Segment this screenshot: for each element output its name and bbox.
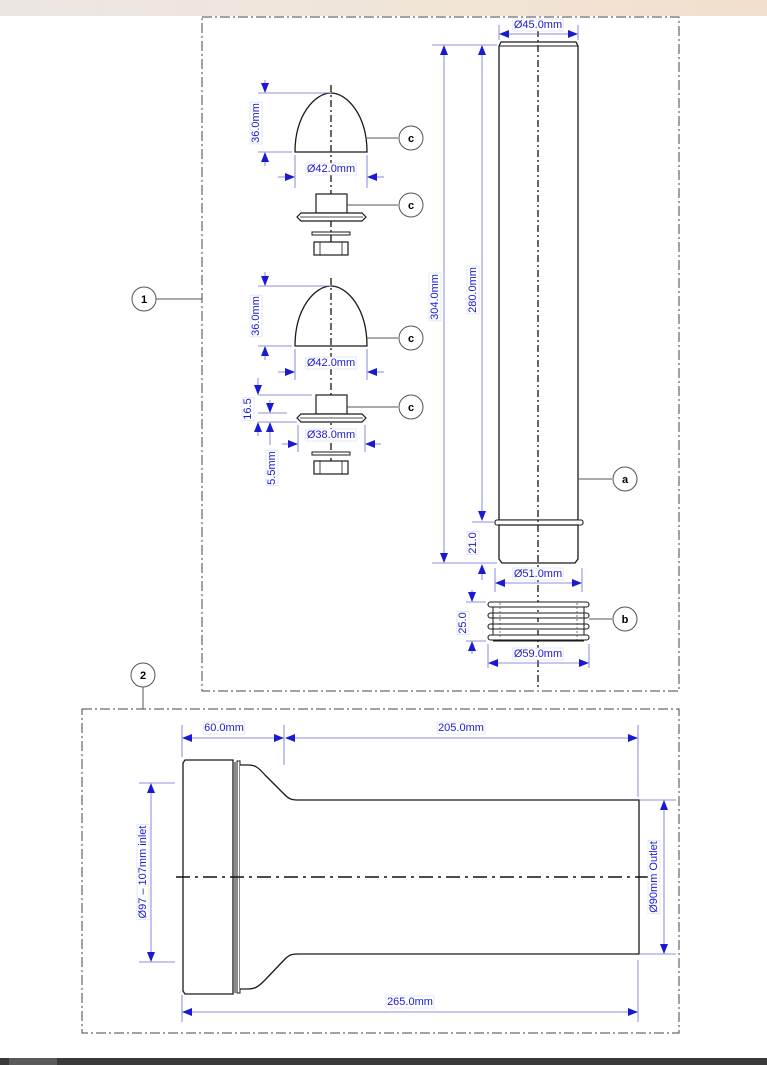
view-1-frame bbox=[201, 16, 680, 692]
view-2-frame bbox=[81, 708, 680, 1034]
dimension-label-box bbox=[466, 265, 480, 315]
pipe-spigot-diameter-dim: Ø51.0mm bbox=[494, 567, 583, 592]
callout-c-2: c bbox=[347, 192, 424, 218]
callout-c-3-label: c bbox=[408, 333, 414, 345]
dimension-label-box bbox=[512, 18, 564, 32]
pipe-spigot-length-label: 21.0 bbox=[467, 532, 479, 553]
cap-1-height-dim: 36.0mm bbox=[249, 80, 331, 166]
overall-length-dim: 265.0mm bbox=[181, 960, 639, 1022]
cap-2-height-dim: 36.0mm bbox=[249, 272, 331, 360]
window-top-bar bbox=[0, 0, 767, 16]
callout-b: b bbox=[589, 606, 638, 632]
cap-2-diameter-label: Ø42.0mm bbox=[307, 357, 355, 369]
callout-c-2-label: c bbox=[408, 200, 414, 212]
dimension-label-box bbox=[385, 995, 435, 1009]
dimension-label-box bbox=[202, 721, 246, 735]
cap-2-diameter-dim: Ø42.0mm bbox=[278, 349, 384, 380]
callout-c-1-label: c bbox=[408, 133, 414, 145]
pipe-spigot-length-dim: 21.0 bbox=[466, 530, 486, 580]
dimension-label-box bbox=[265, 449, 279, 487]
cap-1-diameter-label: Ø42.0mm bbox=[307, 163, 355, 175]
pipe-top-diameter-dim: Ø45.0mm bbox=[498, 18, 579, 40]
dimension-label-box bbox=[305, 356, 357, 370]
dimension-label-box bbox=[512, 647, 564, 661]
seal-height-label: 25.0 bbox=[457, 612, 469, 633]
nut-2 bbox=[296, 394, 367, 475]
outlet-length-label: 205.0mm bbox=[438, 722, 484, 734]
dimension-label-box bbox=[136, 824, 150, 920]
pan-connector bbox=[176, 759, 650, 995]
inlet-diameter-dim: Ø97 – 107mm inlet bbox=[136, 782, 175, 963]
inlet-length-dim: 60.0mm bbox=[181, 721, 285, 765]
window-bottom-scrollbar[interactable] bbox=[0, 1058, 767, 1065]
dimension-label-box bbox=[647, 839, 661, 915]
cap-1-height-label: 36.0mm bbox=[250, 103, 262, 143]
dimension-label-box bbox=[249, 294, 263, 338]
dimension-label-box bbox=[241, 396, 255, 422]
callout-c-1: c bbox=[367, 125, 424, 151]
seal-b bbox=[487, 601, 590, 642]
dimension-label-box bbox=[305, 162, 357, 176]
dimension-label-box bbox=[456, 610, 470, 636]
pipe-top-diameter-label: Ø45.0mm bbox=[514, 19, 562, 31]
pipe-spigot-diameter-label: Ø51.0mm bbox=[514, 568, 562, 580]
pipe-total-length-dim: 304.0mm bbox=[428, 44, 497, 564]
callout-view-2-label: 2 bbox=[140, 670, 146, 682]
dimension-label-box bbox=[428, 272, 442, 322]
inlet-length-label: 60.0mm bbox=[204, 722, 244, 734]
nut-2-diameter-dim: Ø38.0mm bbox=[282, 425, 381, 452]
nut-2-height-label: 16.5 bbox=[242, 398, 254, 419]
outlet-diameter-dim: Ø90mm Outlet bbox=[640, 799, 676, 955]
pipe-a bbox=[494, 30, 584, 690]
dimension-label-box bbox=[436, 721, 486, 735]
nut-1 bbox=[296, 193, 367, 256]
outlet-diameter-label: Ø90mm Outlet bbox=[648, 841, 660, 913]
outlet-length-dim: 205.0mm bbox=[285, 721, 639, 797]
callout-c-3: c bbox=[367, 325, 424, 351]
callout-a: a bbox=[578, 466, 638, 492]
cap-1 bbox=[294, 85, 368, 250]
seal-diameter-dim: Ø59.0mm bbox=[487, 644, 590, 668]
nut-2-height-dim: 16.5 5.5mm bbox=[241, 378, 312, 487]
pipe-body-length-label: 280.0mm bbox=[467, 267, 479, 313]
seal-height-dim: 25.0 bbox=[456, 590, 486, 654]
nut-2-diameter-label: Ø38.0mm bbox=[307, 429, 355, 441]
overall-length-label: 265.0mm bbox=[387, 996, 433, 1008]
cap-1-diameter-dim: Ø42.0mm bbox=[278, 155, 384, 188]
nut-2-flange-label: 5.5mm bbox=[266, 451, 278, 485]
dimension-label-box bbox=[512, 567, 564, 581]
callout-b-label: b bbox=[622, 614, 629, 626]
callout-a-label: a bbox=[622, 474, 629, 486]
callout-c-4-label: c bbox=[408, 402, 414, 414]
callout-c-4: c bbox=[347, 394, 424, 420]
callout-view-2: 2 bbox=[130, 662, 156, 709]
pipe-total-length-label: 304.0mm bbox=[429, 274, 441, 320]
dimension-label-box bbox=[466, 530, 480, 556]
dimension-label-box bbox=[249, 101, 263, 145]
callout-view-1-label: 1 bbox=[141, 294, 147, 306]
dimension-label-box bbox=[305, 428, 357, 442]
cap-2-height-label: 36.0mm bbox=[250, 296, 262, 336]
callout-view-1: 1 bbox=[131, 286, 202, 312]
pipe-body-length-dim: 280.0mm bbox=[466, 45, 494, 523]
seal-diameter-label: Ø59.0mm bbox=[514, 648, 562, 660]
scrollbar-thumb[interactable] bbox=[9, 1058, 57, 1065]
inlet-diameter-label: Ø97 – 107mm inlet bbox=[137, 826, 149, 919]
